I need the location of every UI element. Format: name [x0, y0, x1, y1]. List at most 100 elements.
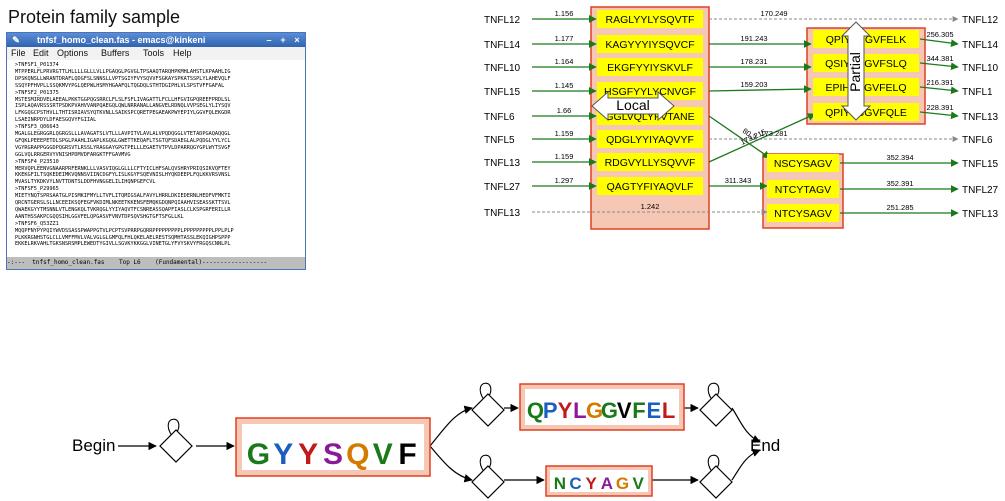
emacs-window-title: tnfsf_homo_clean.fas - emacs@kinkeni	[37, 35, 206, 45]
sequence-box	[597, 177, 703, 195]
buffer-line: MSTESMIRDVELAEEALPKKTGGPQGSRRCLFLSLFSFLI…	[15, 96, 231, 103]
edge-score: 1.297	[555, 176, 574, 185]
logo-letter: Q	[346, 438, 369, 471]
sequence-box	[597, 35, 703, 53]
buffer-line: >TNFSF6_Q53ZZ1	[15, 220, 59, 227]
minimize-icon[interactable]: –	[266, 35, 272, 45]
buffer-line: >TNFSF4_P23510	[15, 158, 59, 165]
left-node-label: TNFL10	[484, 63, 521, 74]
menu-options[interactable]: Options	[57, 48, 89, 58]
buffer-line: QRCNTGERSLSLLNCEEIKSQFEGFVKDIMLNKEETKKEN…	[15, 200, 231, 206]
sequence-text: RAGLYYLYSQVTF	[606, 14, 695, 26]
left-node-label: TNFL5	[484, 135, 515, 146]
edge-score: 216.391	[926, 78, 953, 87]
hmm-logo-panel	[525, 389, 679, 425]
hmm-state-diamond	[159, 418, 193, 463]
hmm-state-diamond	[471, 382, 505, 427]
sequence-box	[597, 82, 703, 100]
edge-score: 178.231	[740, 57, 767, 66]
edge-out	[919, 111, 959, 120]
sequence-box	[597, 58, 703, 76]
logo-letter: Y	[273, 438, 293, 471]
buffer-line: SSQYPFHVPLLSSQKMVYPGLQEPWLHSMYHGAAFQLTQG…	[15, 82, 225, 89]
buffer-line: MTPPERLFLPRVRGTTLHLLLLGLLLVLLPGAQGLPGVGL…	[15, 68, 231, 75]
buffer-line: >TNFSF2_P01375	[15, 89, 59, 96]
buffer-line: LSAEINRPDYLDFAESGQVYFGIIAL	[15, 117, 97, 124]
edge-score: 1.145	[555, 81, 574, 90]
menu-buffers[interactable]: Buffers	[101, 48, 130, 58]
menu-edit[interactable]: Edit	[33, 48, 49, 58]
buffer-line: LFKGQGCPSTHVLLTHTISRIAVSYQTKVNLLSAIKSPCQ…	[15, 110, 231, 117]
sequence-text: KAGYYYIYSQVCF	[605, 39, 694, 51]
edge-score: 311.343	[725, 176, 752, 185]
edge-score: 170.249	[760, 9, 787, 18]
left-node-label: TNFL13	[484, 158, 521, 169]
emacs-modeline: -:--- tnfsf_homo_clean.fas Top L6 (Funda…	[7, 257, 305, 269]
menu-help[interactable]: Help	[173, 48, 192, 58]
partial-callout: Partial	[840, 21, 872, 121]
logo-letter: F	[632, 398, 645, 423]
sequence-box	[813, 54, 919, 72]
logo-letter: V	[632, 474, 644, 493]
buffer-line: PLKKRGNHSTGLCLLVMFFMVLVALVGLGLGMFQLFHLQK…	[15, 234, 231, 241]
close-icon[interactable]: ×	[294, 35, 300, 45]
sequence-text: QAGTYFIYAQVLF	[607, 181, 694, 193]
sequence-text: NSCYSAGV	[774, 158, 832, 170]
right-node-label: TNFL10	[962, 63, 999, 74]
sequence-text: HSGFYYLYCNVGF	[604, 86, 696, 98]
menu-tools[interactable]: Tools	[143, 48, 165, 58]
logo-letter: P	[543, 398, 558, 423]
edge-score: 1.177	[555, 34, 574, 43]
logo-letter: F	[398, 438, 416, 471]
hmm-begin-label: Begin	[72, 436, 115, 455]
edge-score: 228.391	[926, 103, 953, 112]
buffer-line: EKKELRKVAHLTGKSNSRSMPLEWEDTYGIVLLSGVKYKK…	[15, 241, 231, 248]
logo-letter: G	[616, 474, 629, 493]
emacs-titlebar[interactable]: ✎ tnfsf_homo_clean.fas - emacs@kinkeni –…	[7, 33, 305, 47]
buffer-line: VGYRGRAPPGGGDPQGRSVTLRSSLYRAGGAYGPGTPELL…	[15, 144, 231, 151]
hmm-edge	[429, 445, 473, 483]
alignment-diagram: RAGLYYLYSQVTFKAGYYYIYSQVCFEKGFYYIYSKVLFH…	[484, 6, 999, 230]
emacs-window[interactable]: ✎ tnfsf_homo_clean.fas - emacs@kinkeni –…	[6, 32, 306, 270]
edge-score: 344.381	[926, 54, 953, 63]
right-node-label: TNFL13	[962, 112, 999, 123]
edge-score: 1.159	[555, 129, 574, 138]
hmm-edge	[731, 448, 761, 481]
edge-score: 173.281	[760, 129, 787, 138]
sequence-text: NTCYTAGV	[775, 184, 831, 196]
sequence-box	[597, 130, 703, 148]
left-node-label: TNFL12	[484, 15, 521, 26]
sequence-box	[767, 204, 839, 222]
logo-letter: Y	[558, 398, 573, 423]
right-node-label: TNFL12	[962, 15, 999, 26]
sequence-box	[767, 154, 839, 172]
right-node-label: TNFL27	[962, 185, 999, 196]
edge-score: 256.305	[926, 30, 953, 39]
buffer-line: >TNFSF1_P01374	[15, 62, 59, 68]
left-node-label: TNFL14	[484, 40, 521, 51]
edge-mid	[708, 85, 812, 94]
logo-letter: L	[573, 398, 586, 423]
sample-title: Protein family sample	[8, 7, 181, 27]
sequence-box	[813, 103, 919, 121]
sequence-text: QPIYLGGVFELK	[826, 34, 907, 46]
menu-file[interactable]: File	[11, 48, 26, 58]
left-node-label: TNFL13	[484, 208, 521, 219]
sequence-box	[597, 10, 703, 28]
local-callout-label: Local	[616, 97, 649, 113]
maximize-icon[interactable]: +	[280, 35, 286, 45]
buffer-line: GGLVQLRRGERVYVNISHPDMVDFARGKTFFGAVMVG	[15, 151, 131, 158]
hmm-state-diamond	[699, 454, 733, 499]
edge-score: 1.242	[641, 202, 660, 211]
left-node-label: TNFL6	[484, 112, 515, 123]
hmm-edge	[731, 407, 761, 443]
logo-letter: S	[323, 438, 343, 471]
edge-score: 1.66	[557, 106, 572, 115]
hmm-logo-panel	[550, 470, 648, 492]
buffer-line: MERVQPLEENVGNAARPRFERNKLLLVASVIQGLGLLLCF…	[15, 165, 231, 172]
right-node-label: TNFL6	[962, 135, 993, 146]
right-node-label: TNFL14	[962, 40, 999, 51]
sequence-box	[813, 78, 919, 96]
edge-cross	[708, 115, 771, 159]
